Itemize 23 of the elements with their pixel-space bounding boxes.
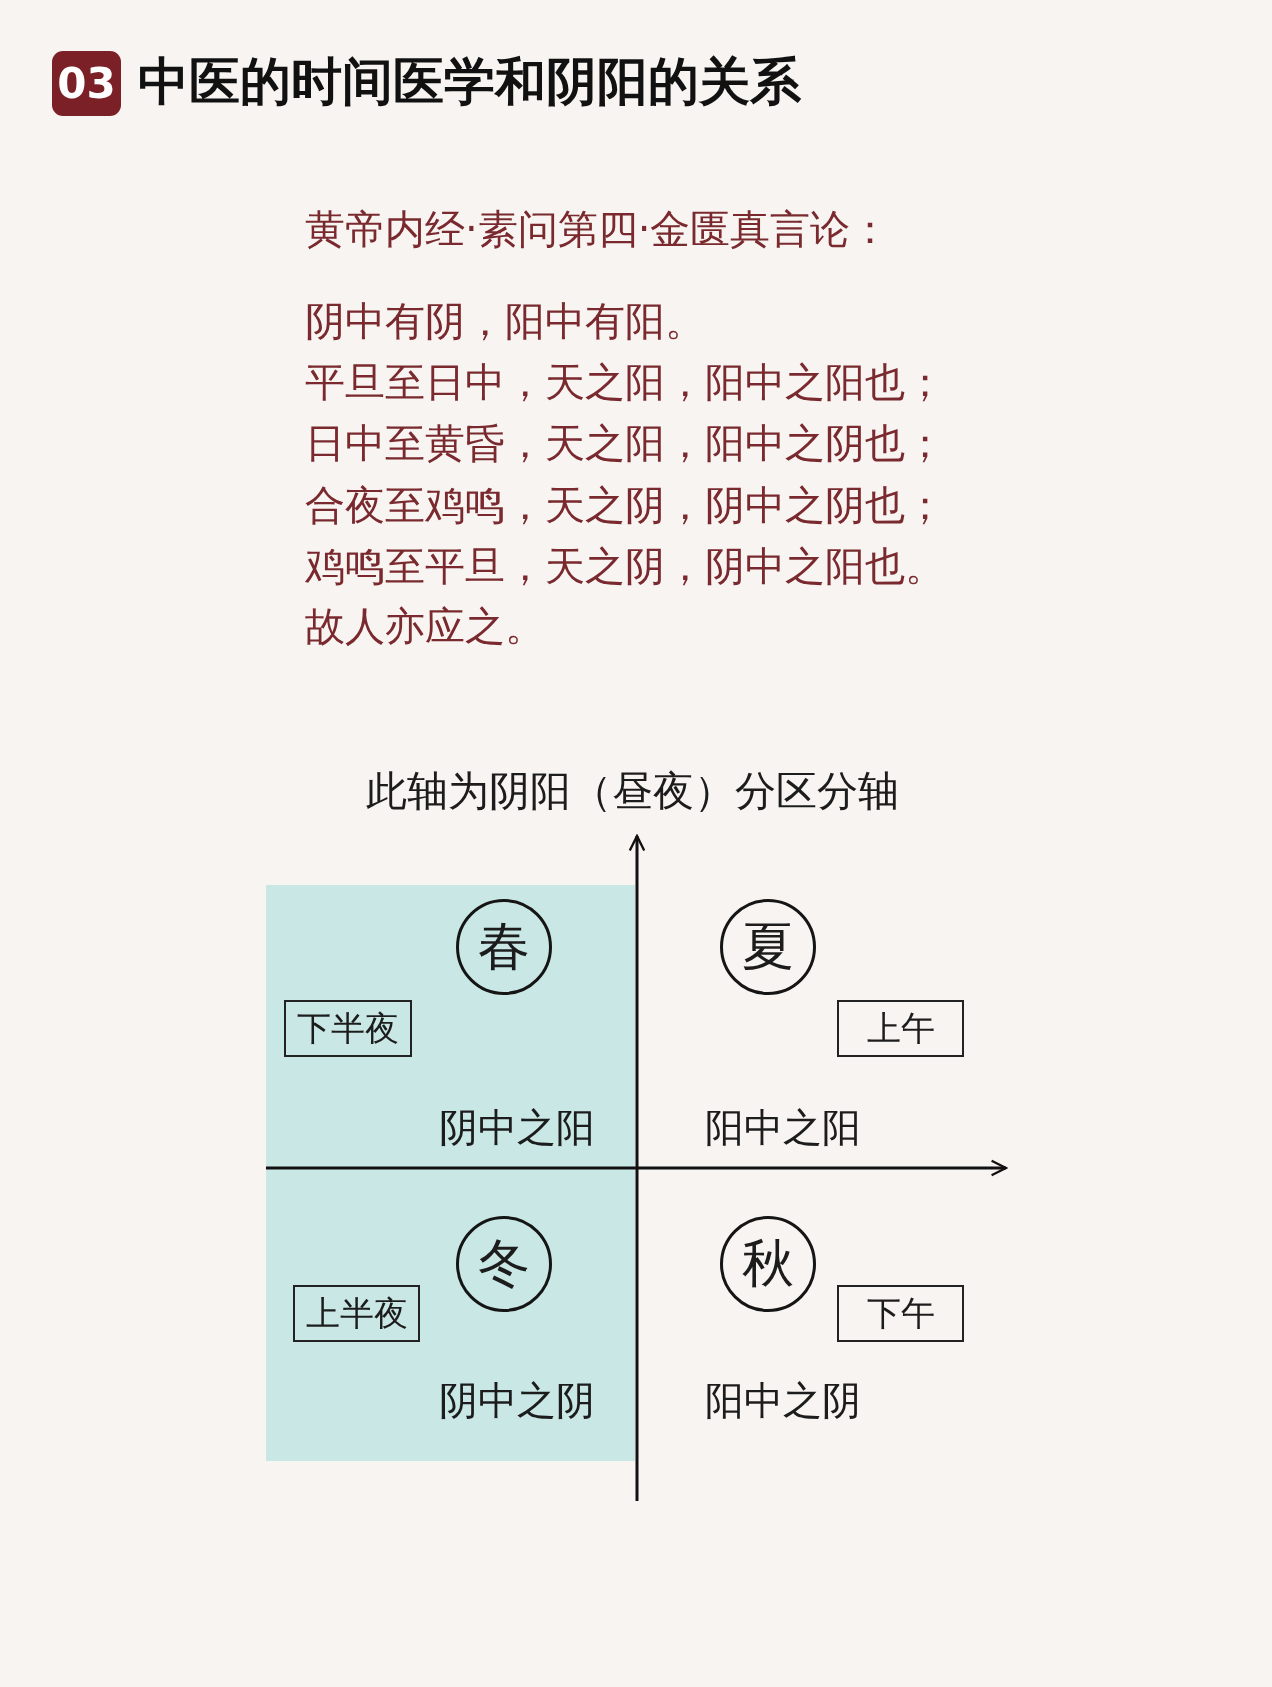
quote-line: 阴中有阴，阳中有阳。 <box>305 297 705 346</box>
axis-title: 此轴为阴阳（昼夜）分区分轴 <box>366 766 899 818</box>
quote-line: 平旦至日中，天之阳，阳中之阳也； <box>305 358 945 407</box>
framed-label: 下半夜 <box>284 1000 412 1057</box>
framed-label: 上半夜 <box>293 1285 420 1342</box>
quadrant-label: 阳中之阴 <box>705 1376 861 1425</box>
quote-line: 鸡鸣至平旦，天之阴，阴中之阳也。 <box>305 542 945 591</box>
quote-line: 合夜至鸡鸣，天之阴，阴中之阴也； <box>305 481 945 530</box>
quadrant-label: 阳中之阳 <box>705 1103 861 1152</box>
quadrant-label: 阴中之阳 <box>439 1103 595 1152</box>
page-title: 中医的时间医学和阴阳的关系 <box>138 50 801 113</box>
circled-character: 秋 <box>720 1216 816 1312</box>
framed-label: 上午 <box>837 1000 964 1057</box>
circled-character: 冬 <box>456 1216 552 1312</box>
number-badge: 03 <box>52 51 121 116</box>
shaded-region <box>266 885 635 1461</box>
circled-character: 春 <box>456 899 552 995</box>
quote-line: 日中至黄昏，天之阳，阳中之阴也； <box>305 419 945 468</box>
framed-label: 下午 <box>837 1285 964 1342</box>
quadrant-label: 阴中之阴 <box>439 1376 595 1425</box>
quote-heading: 黄帝内经·素问第四·金匮真言论： <box>305 205 891 254</box>
circled-character: 夏 <box>720 899 816 995</box>
quote-line: 故人亦应之。 <box>305 602 545 651</box>
